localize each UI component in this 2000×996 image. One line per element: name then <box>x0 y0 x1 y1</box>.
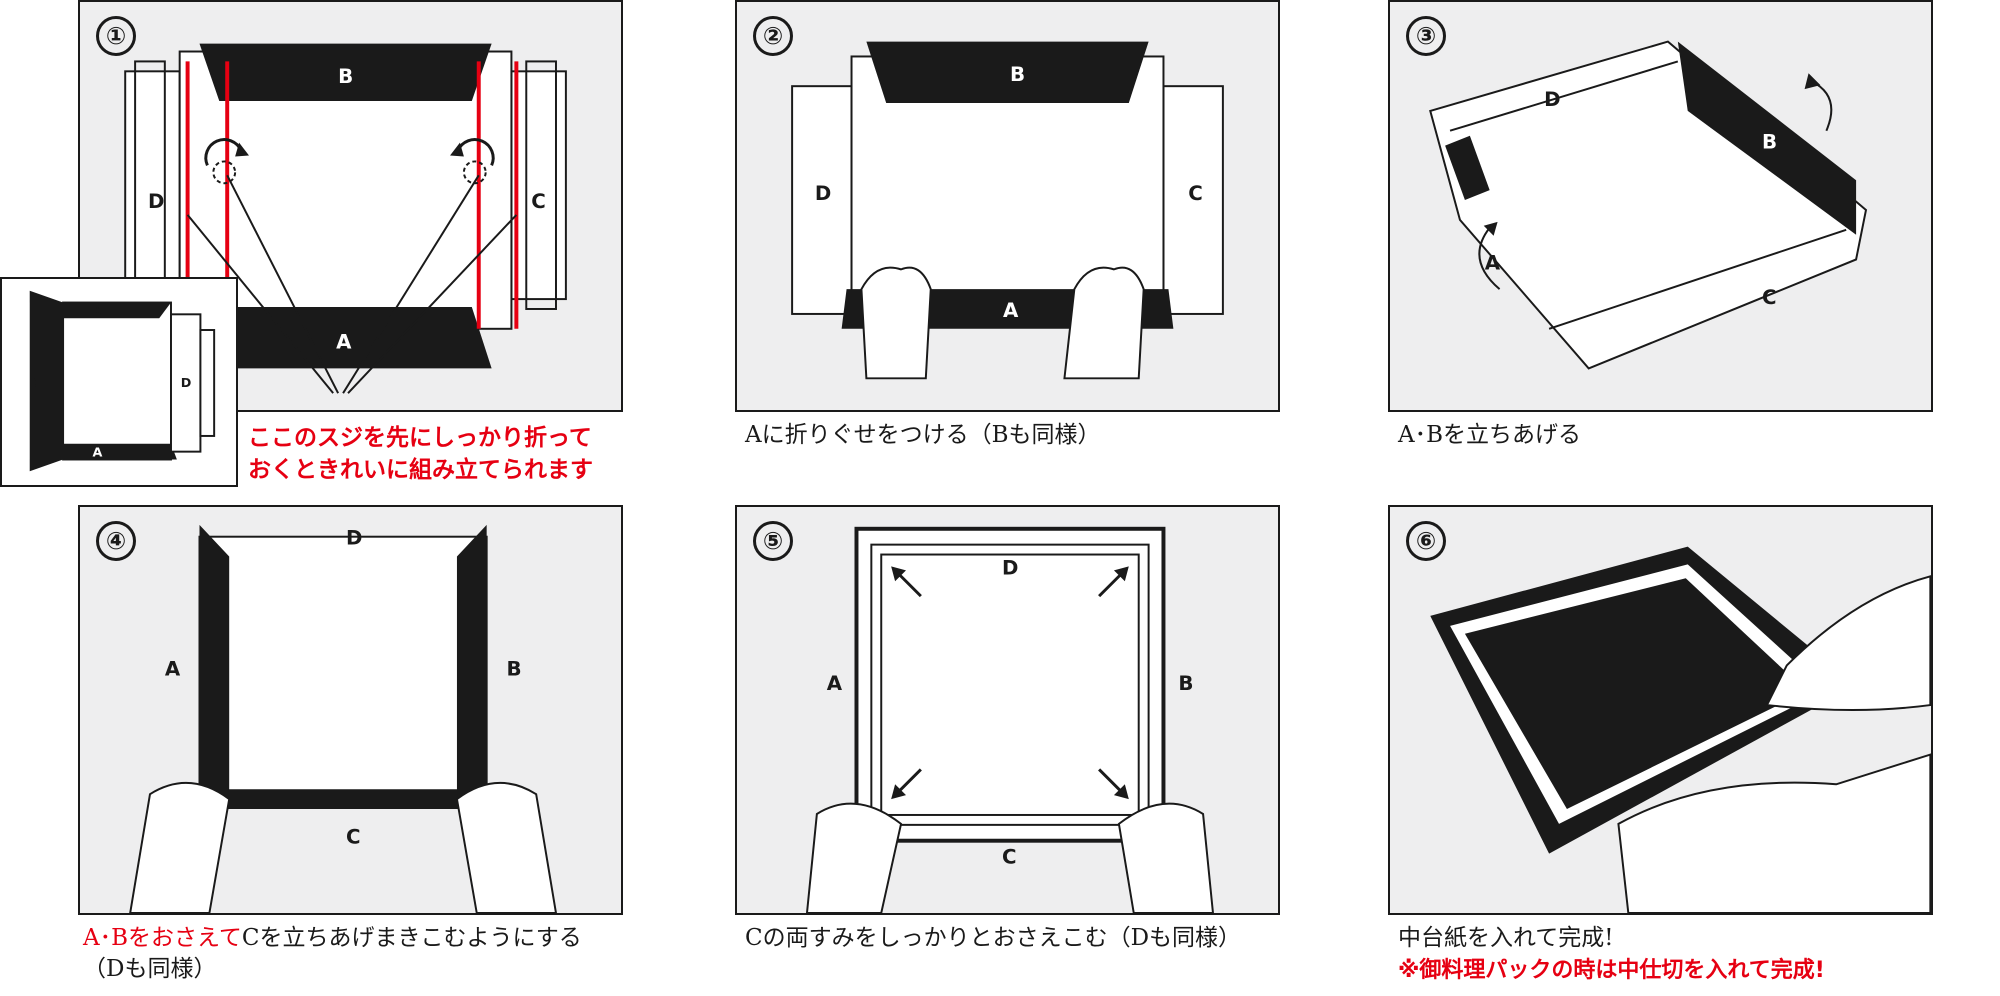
step-2-label-d: D <box>815 182 831 205</box>
step-3-label-a: A <box>1485 251 1501 274</box>
step-4-caption-line2: （Dも同様） <box>83 956 217 982</box>
step-2-label-b: B <box>1010 63 1025 86</box>
step-2-number: ② <box>753 16 793 56</box>
step-3-caption: A･Bを立ちあげる <box>1398 422 1582 448</box>
step-1-inset-illustration: B A C D <box>29 290 216 472</box>
step-5-label-d: D <box>1002 556 1018 579</box>
step-4-label-d: D <box>346 527 362 550</box>
fold-note-line2: おくときれいに組み立てられます <box>248 457 593 483</box>
step-4-number: ④ <box>96 521 136 561</box>
step-5-illustration: D A B C <box>805 526 1214 913</box>
step-5-label-a: A <box>827 672 843 695</box>
step-5-number: ⑤ <box>753 521 793 561</box>
step-4-caption-red: A･Bをおさえて <box>83 925 242 951</box>
step-2-panel: B A D C ② <box>735 0 1280 412</box>
step-5-label-c: C <box>1002 845 1017 868</box>
step-4-caption: A･BをおさえてCを立ちあげまきこむようにする （Dも同様） <box>83 923 582 985</box>
step-1-inset: B A C D <box>0 277 238 487</box>
step-6-illustration <box>1430 546 1931 913</box>
step-1-label-c: C <box>531 190 546 213</box>
step-6-number: ⑥ <box>1406 521 1446 561</box>
step-4-label-a: A <box>165 657 181 680</box>
step-3-label-c: C <box>1762 286 1777 309</box>
inset-label-c: C <box>32 376 41 391</box>
step-6-panel: ⑥ <box>1388 505 1933 915</box>
step-5-label-b: B <box>1178 672 1193 695</box>
inset-label-d: D <box>181 376 192 391</box>
step-6-caption: 中台紙を入れて完成! <box>1398 925 1614 951</box>
step-3-label-b: B <box>1762 131 1777 154</box>
step-2-label-c: C <box>1188 182 1203 205</box>
inset-label-b: B <box>93 303 103 318</box>
step-4-illustration: D A B C <box>129 524 557 913</box>
step-2-label-a: A <box>1003 299 1019 322</box>
step-1-number: ① <box>96 16 136 56</box>
step-1-label-b: B <box>338 65 353 88</box>
step-3-panel: D B C A ③ <box>1388 0 1933 412</box>
fold-note-line1: ここのスジを先にしっかり折って <box>248 425 592 451</box>
step-1-label-a: A <box>336 331 352 354</box>
step-3-number: ③ <box>1406 16 1446 56</box>
step-5-caption: Cの両すみをしっかりとおさえこむ（Dも同様） <box>745 925 1242 951</box>
step-3-label-d: D <box>1544 88 1560 111</box>
step-4-panel: D A B C ④ <box>78 505 623 915</box>
step-4-label-c: C <box>346 826 361 849</box>
step-3-illustration: D B C A <box>1429 40 1868 370</box>
fold-note: ここのスジを先にしっかり折って おくときれいに組み立てられます <box>248 422 593 486</box>
inset-label-a: A <box>93 446 103 461</box>
step-4-caption-rest: Cを立ちあげまきこむようにする <box>241 925 582 951</box>
step-5-panel: D A B C ⑤ <box>735 505 1280 915</box>
step-1-label-d: D <box>148 190 164 213</box>
step-2-illustration: B A D C <box>791 41 1224 380</box>
step-2-caption: Aに折りぐせをつける（Bも同様） <box>745 422 1101 448</box>
step-6-note: ※御料理パックの時は中仕切を入れて完成! <box>1398 958 1825 983</box>
step-4-label-b: B <box>506 657 521 680</box>
